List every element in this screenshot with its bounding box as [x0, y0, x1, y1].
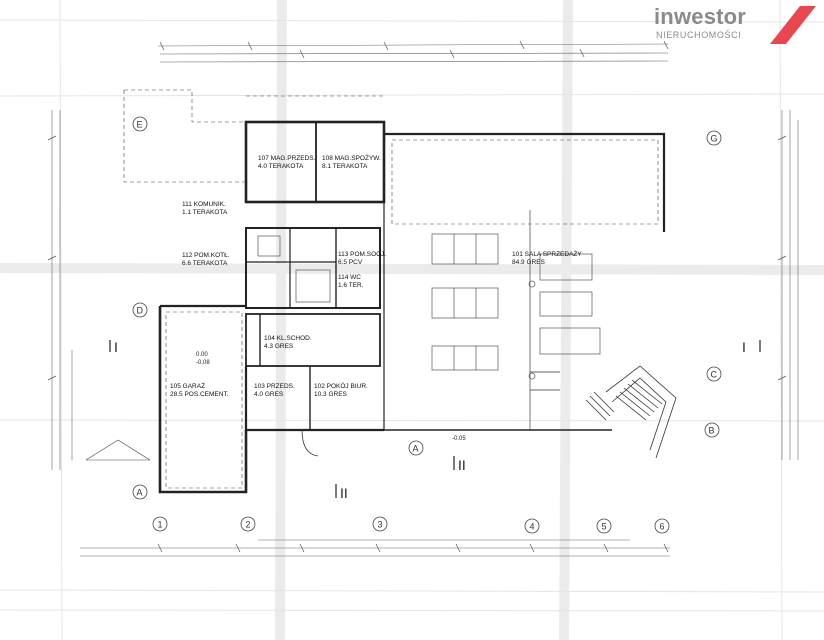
axis-label-e: E	[137, 120, 143, 130]
building-walls	[158, 120, 666, 494]
room-label-112-area: 6.6 TERAKOTA	[182, 260, 228, 267]
axis-label-d: D	[137, 306, 144, 316]
room-label-104-area: 4.3 GRES	[264, 343, 294, 350]
axis-label-6: 6	[660, 522, 665, 532]
room-label-105-name: 105 GARAŻ	[170, 381, 205, 390]
dashed-outlines	[123, 89, 659, 489]
axis-bubble-2	[240, 516, 256, 532]
room-label-103-name: 103 PRZEDS.	[254, 383, 295, 390]
room-label-101-name: 101 SALA SPRZEDAŻY	[512, 249, 582, 258]
brand-subtitle: NIERUCHOMOŚCI	[656, 30, 742, 40]
room-labels: 107 MAG.PRZEDS. 4.0 TERAKOTA 108 MAG.SPO…	[170, 153, 582, 398]
axis-bubble-1	[152, 516, 168, 532]
section-mark-i-left: I	[114, 339, 118, 355]
level-mark-entrance: -0.05	[452, 436, 466, 442]
grid-axis-markers	[132, 116, 722, 534]
level-marks: 0.00 -0.08 -0.05	[196, 352, 466, 442]
axis-bubble-5	[596, 518, 612, 534]
entrance-stairs	[301, 365, 677, 459]
room-label-102-area: 10.3 GRES	[314, 391, 348, 398]
room-label-104-name: 104 KL.SCHOD.	[264, 335, 312, 342]
room-label-113-area: 6.5 PCV	[338, 259, 363, 266]
axis-label-a-left: A	[137, 488, 143, 498]
axis-bubble-a-mid	[408, 440, 424, 456]
dimension-chains	[51, 43, 799, 557]
section-mark-ii-bottom: II	[340, 485, 348, 501]
axis-bubble-e	[132, 116, 148, 132]
store-shelving	[257, 233, 601, 380]
garage-hatch	[85, 439, 151, 461]
room-label-107-name: 107 MAG.PRZEDS.	[258, 155, 316, 162]
axis-label-g: G	[711, 134, 718, 144]
grid-axis-labels: E D A G C B A 1 2 3 4 5 6	[137, 120, 718, 532]
room-label-111-area: 1.1 TERAKOTA	[182, 209, 228, 216]
axis-label-4: 4	[530, 522, 535, 532]
axis-label-b: B	[709, 426, 715, 436]
axis-label-3: 3	[378, 520, 383, 530]
axis-label-1: 1	[158, 520, 163, 530]
brand-logo: inwestor NIERUCHOMOŚCI	[654, 4, 820, 44]
section-mark-i-right: I	[742, 339, 746, 355]
axis-bubble-3	[372, 516, 388, 532]
axis-bubble-g	[706, 130, 722, 146]
room-label-111-name: 111 KOMUNIK.	[182, 201, 226, 208]
axis-label-5: 5	[602, 522, 607, 532]
axis-bubble-d	[132, 302, 148, 318]
brand-slash-mark	[770, 6, 816, 44]
axis-bubble-4	[524, 518, 540, 534]
axis-label-a-mid: A	[413, 444, 419, 454]
room-label-102-name: 102 POKÓJ BIUR.	[314, 381, 368, 390]
brand-name: inwestor	[654, 4, 747, 29]
axis-bubble-6	[654, 518, 670, 534]
room-label-113-name: 113 POM.SOCJ.	[338, 251, 386, 258]
axis-bubble-a-left	[132, 484, 148, 500]
section-mark-ii-mid: II	[458, 457, 466, 473]
room-label-114-area: 1.6 TER.	[338, 282, 364, 289]
room-label-103-area: 4.0 GRES	[254, 391, 284, 398]
dimension-ticks	[47, 40, 787, 553]
room-label-112-name: 112 POM.KOTŁ.	[182, 252, 230, 259]
room-label-101-area: 84.9 GRES	[512, 259, 546, 266]
room-label-107-area: 4.0 TERAKOTA	[258, 163, 304, 170]
room-label-108-name: 108 MAG.SPOŻYW.	[322, 153, 381, 162]
axis-bubble-c	[706, 366, 722, 382]
axis-label-2: 2	[246, 520, 251, 530]
level-mark-main: 0.00	[196, 352, 208, 358]
section-marker-lines	[109, 340, 761, 498]
room-label-105-area: 28.5 POS.CEMENT.	[170, 391, 229, 398]
level-mark-garage: -0.08	[196, 360, 210, 366]
axis-bubble-b	[704, 422, 720, 438]
room-label-114-name: 114 WC	[338, 274, 361, 281]
room-label-108-area: 8.1 TERAKOTA	[322, 163, 368, 170]
axis-label-c: C	[711, 370, 718, 380]
